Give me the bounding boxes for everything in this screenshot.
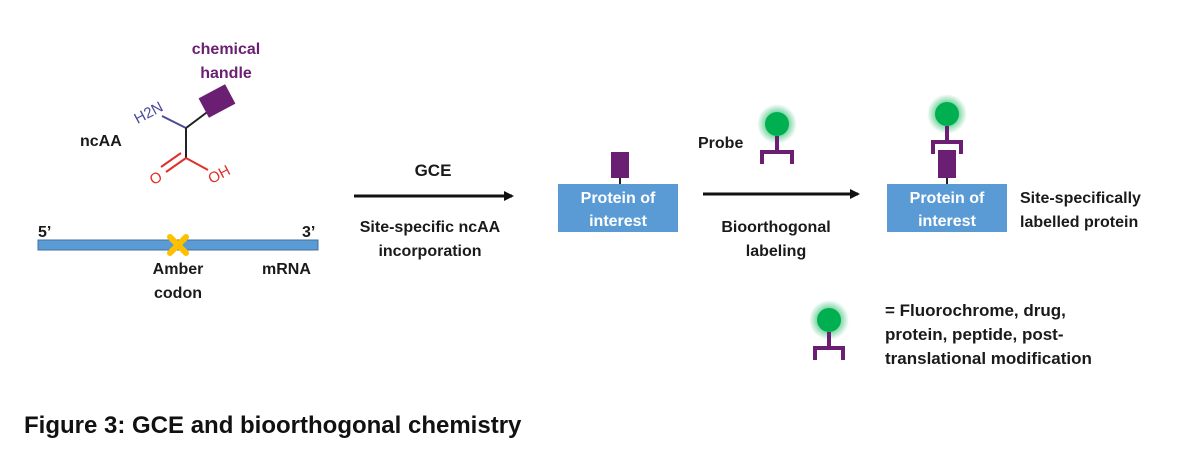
- labeling-label-line1: Bioorthogonal: [721, 219, 830, 236]
- legend-line3: translational modification: [885, 349, 1092, 368]
- chemical-handle-label-line1: chemical: [192, 41, 260, 58]
- labelled-protein-box: [887, 184, 1007, 232]
- protein-label-line1: Protein of: [581, 190, 656, 207]
- side-chain-bond: [185, 109, 211, 129]
- three-prime-label: 3’: [302, 224, 315, 241]
- legend-probe-icon: [809, 300, 849, 360]
- probe-label: Probe: [698, 135, 743, 152]
- labelled-protein-label-line1: Protein of: [910, 190, 985, 207]
- protein-with-handle: Protein of interest: [558, 152, 678, 232]
- labelled-protein: Protein of interest Site-specifically la…: [887, 94, 1141, 232]
- incorporation-label-line2: incorporation: [378, 243, 481, 260]
- amine-bond: [161, 115, 187, 129]
- chemical-handle-label-line2: handle: [200, 65, 252, 82]
- legend-line1: = Fluorochrome, drug,: [885, 301, 1066, 320]
- five-prime-label: 5’: [38, 224, 51, 241]
- amine-text: H2N: [131, 99, 165, 128]
- hydroxyl-text: OH: [205, 162, 233, 188]
- legend: = Fluorochrome, drug, protein, peptide, …: [809, 300, 1092, 368]
- labelled-protein-label-line2: interest: [918, 213, 976, 230]
- carbonyl-oxygen-text: O: [147, 168, 165, 188]
- result-label-line1: Site-specifically: [1020, 190, 1141, 207]
- figure-caption: Figure 3: GCE and bioorthogonal chemistr…: [24, 412, 522, 439]
- gce-step: GCE Site-specific ncAA incorporation: [354, 161, 514, 260]
- labeling-step: Probe Bioorthogonal labeling: [698, 104, 860, 260]
- legend-line2: protein, peptide, post-: [885, 325, 1064, 344]
- ncaa-label: ncAA: [80, 133, 122, 150]
- result-label-line2: labelled protein: [1020, 214, 1138, 231]
- protein-label-line2: interest: [589, 213, 647, 230]
- handle-on-protein: [611, 152, 629, 178]
- mrna-strand: 5’ 3’ Amber codon mRNA: [37, 224, 319, 302]
- mrna-label: mRNA: [262, 261, 311, 278]
- probe-icon: [757, 104, 797, 164]
- gce-label: GCE: [415, 161, 452, 180]
- hydroxyl-bond: [185, 157, 209, 171]
- attached-probe-icon: [927, 94, 967, 154]
- incorporation-label-line1: Site-specific ncAA: [360, 219, 501, 236]
- carbonyl-bond-2: [160, 152, 182, 168]
- ncaa-structure: chemical handle H2N O OH ncAA: [80, 41, 260, 189]
- protein-box: [558, 184, 678, 232]
- amber-codon-label-line2: codon: [154, 285, 202, 302]
- chemical-handle-shape: [198, 84, 236, 118]
- amber-codon-label-line1: Amber: [153, 261, 204, 278]
- carbonyl-bond-1: [165, 157, 187, 173]
- amber-codon-mark: [167, 234, 189, 256]
- handle-on-labelled-protein: [938, 150, 956, 178]
- labeling-label-line2: labeling: [746, 243, 806, 260]
